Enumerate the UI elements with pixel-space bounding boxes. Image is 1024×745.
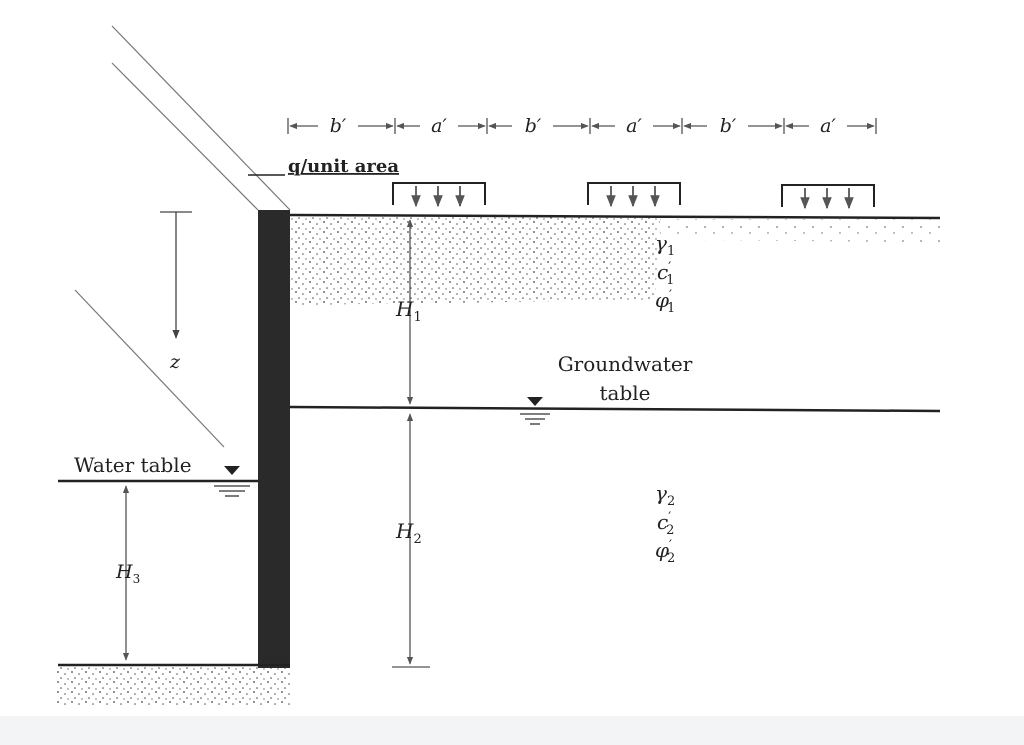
dim-label-a2: a′ bbox=[626, 115, 642, 137]
groundwater-table-icon bbox=[520, 397, 550, 425]
dim-label-b3: b′ bbox=[720, 115, 737, 137]
depth-label: z bbox=[169, 351, 181, 373]
dim-label-a3: a′ bbox=[820, 115, 836, 137]
depth-z-arrow bbox=[160, 211, 192, 339]
water-table-label: Water table bbox=[74, 453, 192, 477]
dim-label-b1: b′ bbox=[330, 115, 347, 137]
h2-arrow bbox=[392, 413, 430, 668]
ground-lines bbox=[58, 213, 941, 667]
h3-label: H3 bbox=[115, 561, 140, 586]
layer2-properties: γ2 c′2 φ′2 bbox=[655, 481, 675, 566]
gamma2: γ2 bbox=[655, 481, 675, 509]
water-table-icon bbox=[214, 466, 250, 497]
groundwater-label-line2: table bbox=[600, 381, 651, 405]
dim-label-a1: a′ bbox=[431, 115, 447, 137]
h2-label: H2 bbox=[395, 519, 422, 547]
retaining-wall bbox=[258, 210, 290, 668]
dim-label-b2: b′ bbox=[525, 115, 542, 137]
groundwater-label-line1: Groundwater bbox=[558, 352, 693, 376]
gamma1: γ1 bbox=[655, 231, 675, 259]
soil-stipple bbox=[55, 216, 940, 707]
dimension-line bbox=[287, 118, 877, 134]
c1: c′1 bbox=[657, 260, 674, 288]
strip-load-3 bbox=[781, 184, 875, 210]
decorative-diagonals bbox=[74, 25, 291, 448]
strip-loads bbox=[392, 182, 875, 210]
dimension-labels: b′ a′ b′ a′ b′ a′ bbox=[330, 115, 837, 137]
bottom-strip bbox=[0, 716, 1024, 745]
layer1-properties: γ1 c′1 φ′1 bbox=[655, 231, 675, 316]
strip-load-1 bbox=[392, 182, 486, 208]
strip-load-2 bbox=[587, 182, 681, 208]
h1-label: H1 bbox=[395, 297, 422, 325]
phi2: φ′2 bbox=[655, 538, 675, 566]
phi1: φ′1 bbox=[655, 288, 675, 316]
load-label: q/unit area bbox=[288, 156, 399, 177]
c2: c′2 bbox=[657, 510, 674, 538]
